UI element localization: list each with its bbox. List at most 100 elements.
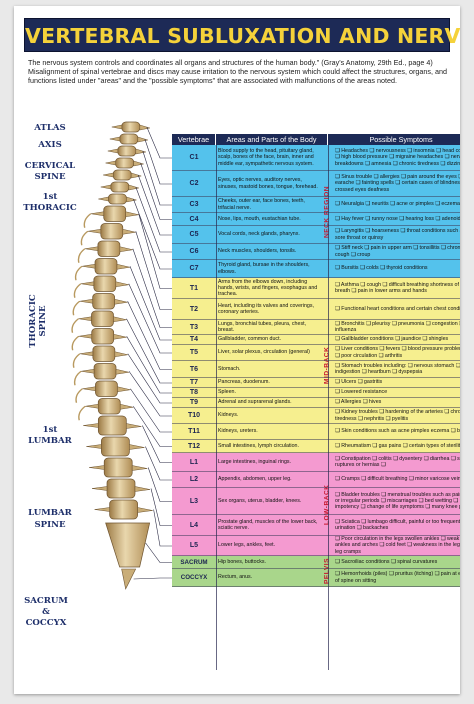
vertebra-code: C4 <box>189 215 199 223</box>
possible-symptoms: ❏ Stiff neck ❏ pain in upper arm ❏ tonsi… <box>335 245 460 258</box>
body-areas: Stomach. <box>218 365 241 372</box>
body-areas: Gallbladder, common duct. <box>218 336 282 343</box>
column-divider <box>216 145 217 670</box>
transverse-process <box>80 368 130 375</box>
leader-line <box>127 353 172 404</box>
vertebra-body <box>103 457 133 478</box>
title-banner: VERTEBRAL SUBLUXATION AND NERVE CHART <box>24 18 460 52</box>
transverse-process <box>94 507 153 513</box>
rib-stub <box>72 300 81 316</box>
possible-symptoms: ❏ Sciatica ❏ lumbago difficult, painful … <box>335 518 460 531</box>
body-areas: Nose, lips, mouth, eustachian tube. <box>218 215 301 222</box>
rib-stub <box>83 213 92 228</box>
leader-line <box>128 283 172 354</box>
spine-illustration <box>71 121 172 590</box>
leader-line <box>135 231 172 310</box>
vertebra-body <box>94 258 118 275</box>
vertebra-body <box>121 121 141 133</box>
leader-line <box>132 248 172 328</box>
label-atlas: ATLAS <box>34 123 66 133</box>
leader-lines <box>126 126 172 580</box>
intro-text: The nervous system controls and coordina… <box>28 58 448 86</box>
transverse-process <box>90 211 139 218</box>
transverse-process <box>100 184 139 191</box>
vertebra-code: L4 <box>189 521 199 529</box>
transverse-process <box>79 351 128 358</box>
vertebra-body <box>112 169 132 181</box>
vertebra-body <box>97 398 121 415</box>
rib-stub <box>78 405 86 421</box>
possible-symptoms: ❏ Headaches ❏ nervousness ❏ insomnia ❏ h… <box>335 148 460 167</box>
vertebra-code: T11 <box>188 428 200 435</box>
vertebra-row: C6 Neck muscles, shoulders, tonsils. ❏ Sti… <box>172 244 460 260</box>
transverse-process <box>103 172 142 179</box>
vertebra-body <box>109 499 138 520</box>
vertebra-code: SACRUM <box>180 558 208 566</box>
intro-line-2: Misalignment of spinal vertebrae and dis… <box>28 67 447 86</box>
vertebra-code: T3 <box>189 323 199 331</box>
transverse-process <box>109 136 148 143</box>
leader-line <box>142 150 172 206</box>
vertebra-body <box>91 328 115 345</box>
possible-symptoms: ❏ Allergies ❏ hives <box>335 399 382 406</box>
leader-line <box>145 542 172 563</box>
leader-line <box>129 266 172 341</box>
transverse-process <box>84 246 133 253</box>
transverse-process <box>78 333 127 340</box>
vertebra-code: T5 <box>189 349 199 356</box>
leader-line <box>144 138 172 185</box>
possible-symptoms: ❏ Stomach troubles including: ❏ nervous … <box>335 362 460 375</box>
vertebra-body <box>97 415 127 436</box>
label-cervical: CERVICAL <box>24 161 76 171</box>
label-first-lumbar: LUMBAR <box>28 436 72 446</box>
vertebra-body <box>117 145 137 157</box>
possible-symptoms: ❏ Poor circulation in the legs swollen a… <box>335 536 460 555</box>
rib-stub <box>72 353 81 368</box>
leader-line <box>146 126 172 159</box>
label-thoracic-spine: THORACIC SPINE <box>28 294 48 348</box>
body-areas: Blood supply to the head, pituitary glan… <box>218 148 314 167</box>
transverse-process <box>78 316 127 323</box>
label-ampersand: & <box>42 607 50 617</box>
body-areas: Sex organs, uterus, bladder, knees. <box>218 497 302 504</box>
transverse-process <box>87 228 136 235</box>
leader-line <box>126 336 172 394</box>
transverse-process <box>81 263 131 270</box>
region-band <box>172 145 460 278</box>
transverse-process <box>105 160 144 167</box>
vertebra-body <box>106 478 136 499</box>
possible-symptoms: ❏ Cramps ❏ difficult breathing ❏ minor v… <box>335 476 460 483</box>
body-areas: Neck muscles, shoulders, tonsils. <box>218 248 297 255</box>
vertebra-code: C7 <box>189 265 199 272</box>
vertebra-code: C3 <box>189 201 199 208</box>
vertebra-code: C6 <box>189 248 199 255</box>
leader-line <box>142 425 172 463</box>
rib-stub <box>71 318 79 333</box>
body-areas: Thyroid gland, bursae in the shoulders, … <box>218 262 310 275</box>
vertebra-code: T1 <box>189 284 199 292</box>
chart-title: VERTEBRAL SUBLUXATION AND NERVE CHART <box>25 24 460 48</box>
column-header-areas: Areas and Parts of the Body <box>216 134 328 145</box>
leader-line <box>137 174 172 236</box>
coccyx-bone <box>121 568 137 590</box>
label-first-lumbar-num: 1st <box>42 425 58 435</box>
transverse-process <box>98 196 137 203</box>
body-areas: Lungs, bronchial tubes, pleura, chest, b… <box>218 320 307 333</box>
label-first-thoracic-num: 1st <box>42 192 58 202</box>
body-areas: Hip bones, buttocks. <box>218 558 266 565</box>
body-areas: Rectum, anus. <box>218 574 253 581</box>
possible-symptoms: ❏ Liver conditions ❏ fevers ❏ blood pres… <box>335 346 460 359</box>
body-areas: Kidneys. <box>218 412 239 419</box>
vertebra-body <box>91 310 114 327</box>
transverse-process <box>111 124 150 131</box>
